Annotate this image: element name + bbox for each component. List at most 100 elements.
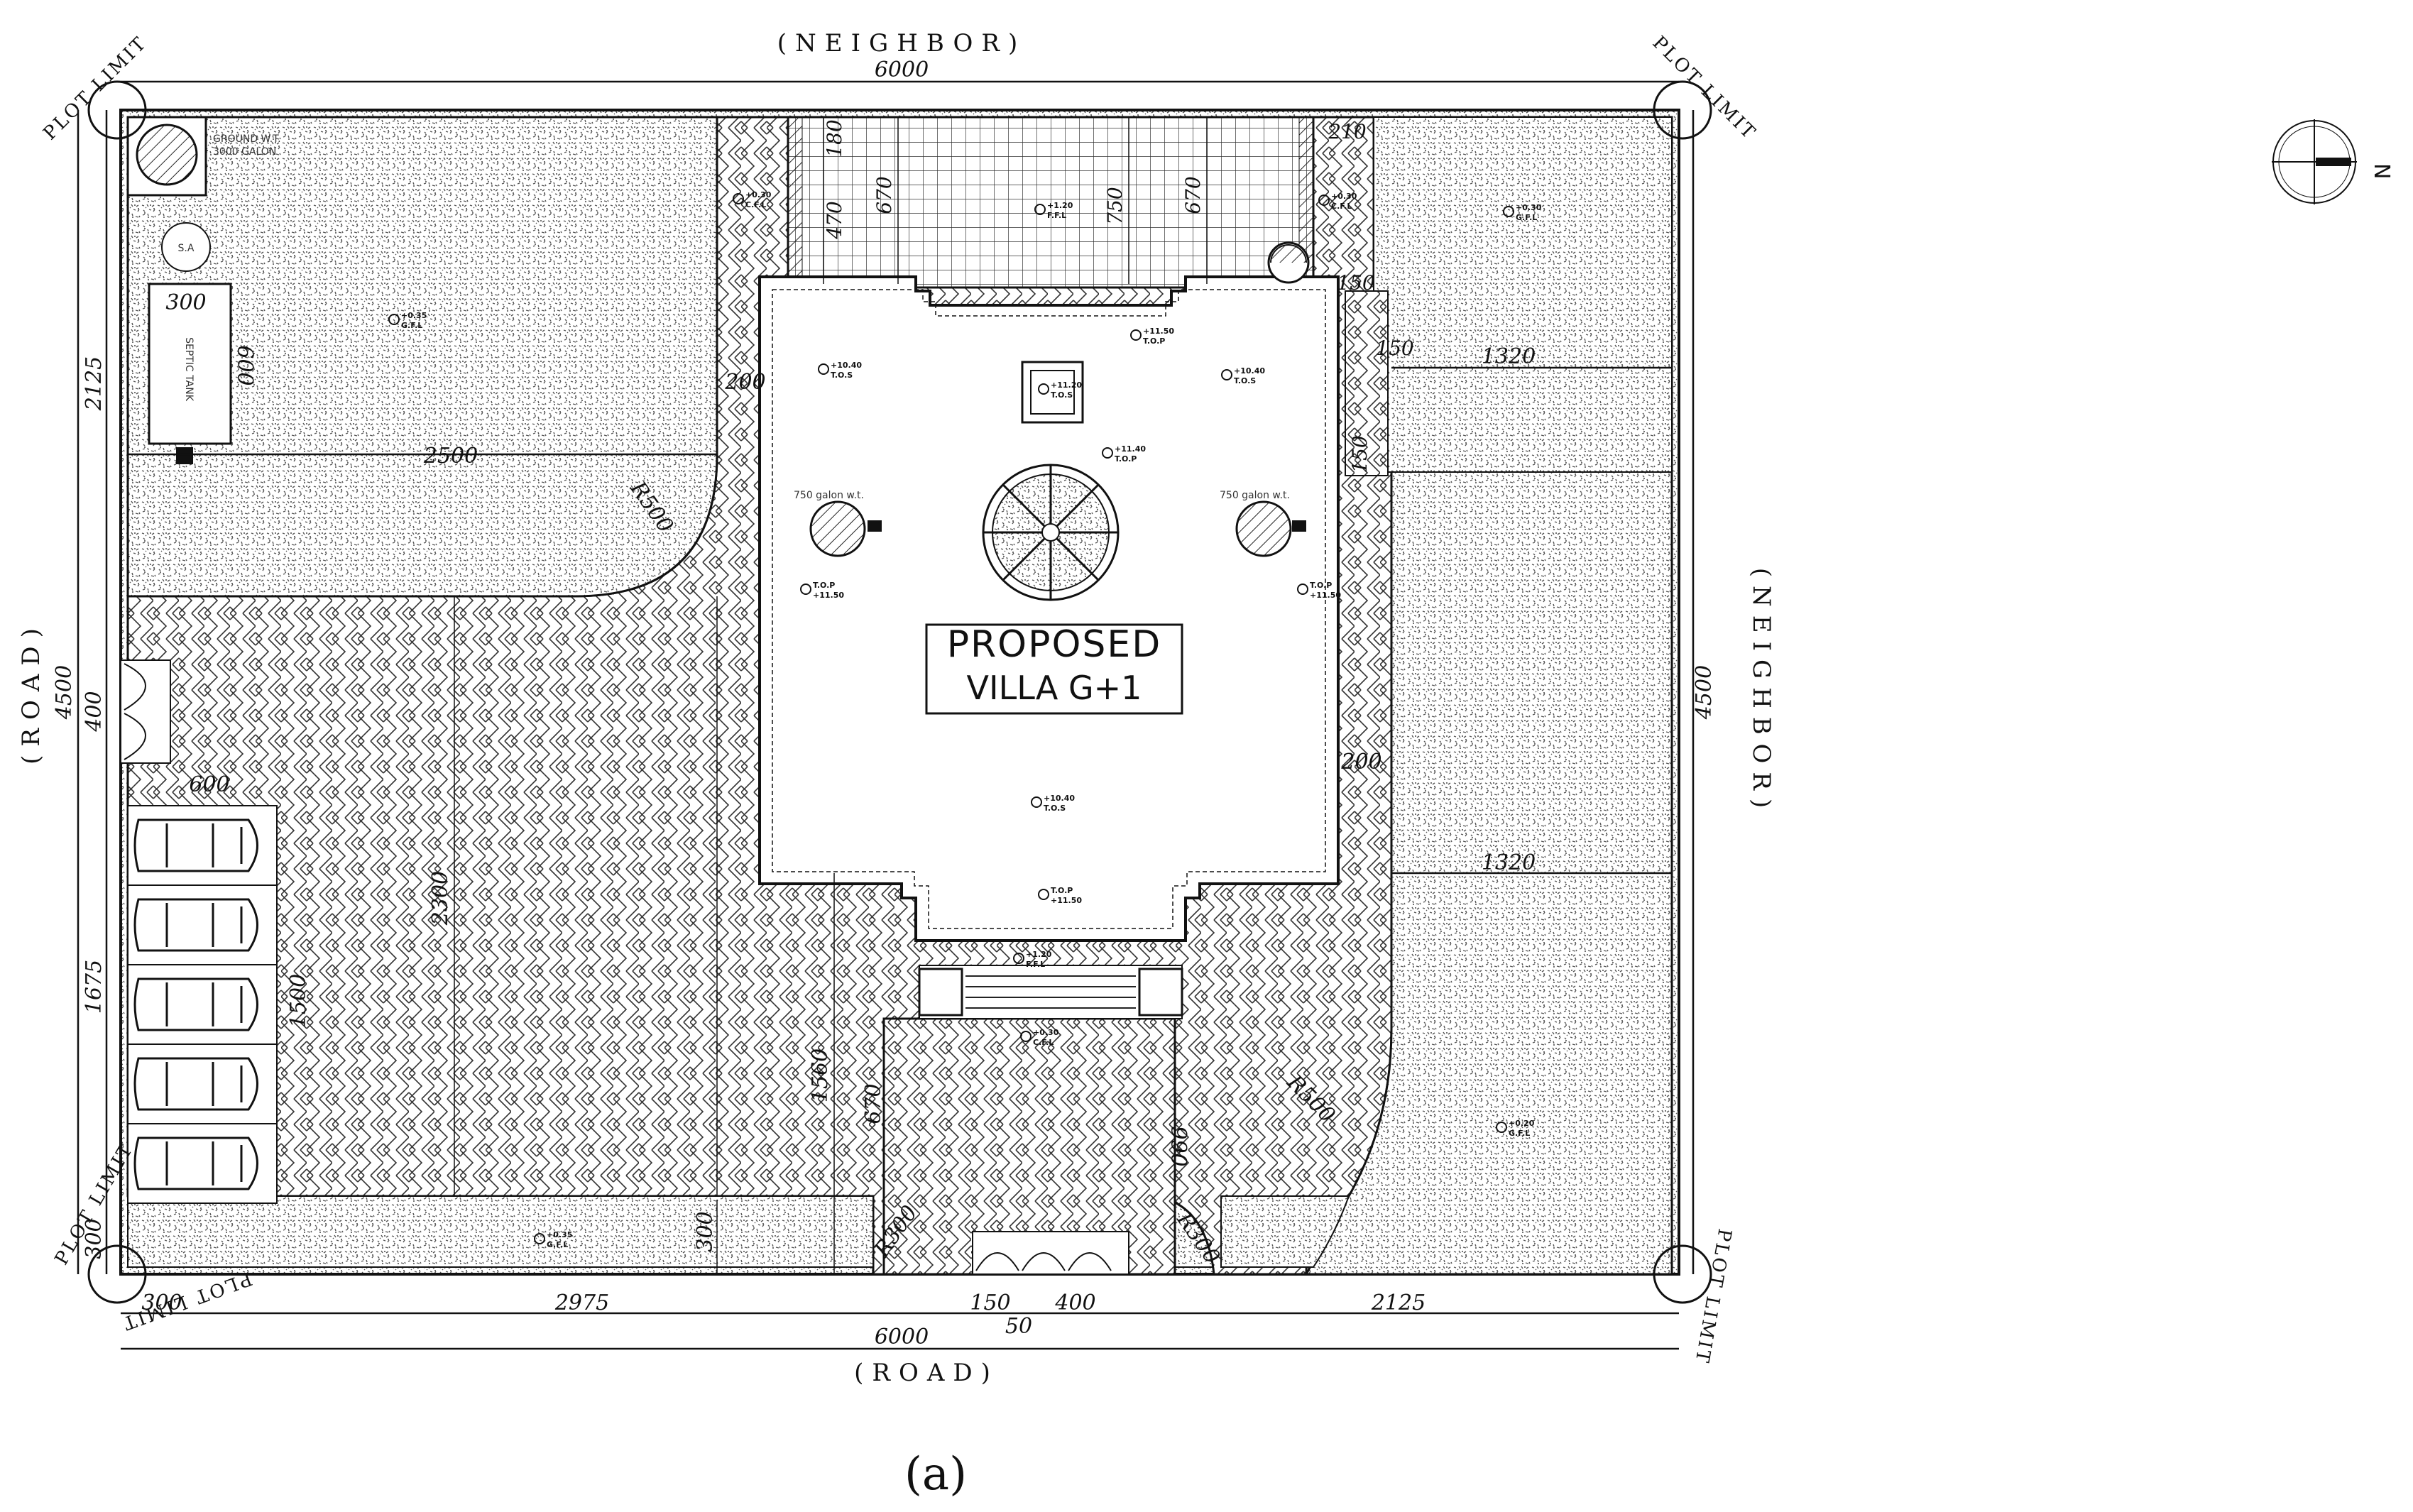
dim-470: 470 bbox=[823, 201, 846, 239]
level-value: +11.40 bbox=[1115, 444, 1146, 454]
level-marker-icon bbox=[1038, 889, 1049, 900]
level-marker-icon bbox=[800, 584, 811, 595]
level-label: T.O.S bbox=[1051, 390, 1073, 400]
level-value: +10.40 bbox=[1234, 366, 1265, 376]
entrance-steps bbox=[918, 965, 1183, 1019]
dim-left-upper: 2125 bbox=[82, 356, 106, 411]
level-marker-icon bbox=[1038, 383, 1049, 395]
dim-200-left: 200 bbox=[724, 370, 765, 395]
level-value: +11.50 bbox=[1143, 327, 1174, 336]
north-label: N bbox=[2369, 163, 2394, 179]
figure-caption: (a) bbox=[904, 1448, 967, 1501]
level-marker-icon bbox=[733, 193, 744, 204]
soak-away-label: S.A bbox=[178, 243, 195, 254]
level-label: T.O.P bbox=[1143, 336, 1165, 346]
car-icon bbox=[133, 1057, 258, 1111]
level-label: +11.50 bbox=[813, 591, 844, 600]
ground-wt-label-1: GROUND W.T. bbox=[213, 133, 281, 145]
level-label: +11.50 bbox=[1310, 591, 1341, 600]
bottom-garden-right bbox=[1220, 1195, 1350, 1268]
dim-150-c: 150 bbox=[1348, 435, 1372, 473]
terrace-left-wall bbox=[787, 116, 803, 288]
dim-bottom-400: 400 bbox=[1054, 1291, 1095, 1315]
level-label: T.O.S bbox=[1044, 804, 1066, 813]
villa-inner-line bbox=[772, 289, 1326, 929]
dim-150-a: 150 bbox=[1337, 271, 1374, 295]
label-road-left: (ROAD) bbox=[17, 620, 45, 765]
villa-footprint bbox=[758, 275, 1340, 942]
level-value: T.O.P bbox=[1310, 581, 1332, 590]
dim-750: 750 bbox=[1103, 187, 1127, 224]
dim-top-width: 6000 bbox=[875, 57, 929, 82]
dim-bottom-300: 300 bbox=[141, 1291, 182, 1315]
level-label: G.F.L bbox=[1516, 213, 1537, 222]
level-value: +11.20 bbox=[1051, 380, 1082, 390]
dim-left-300: 300 bbox=[82, 1218, 106, 1259]
label-neighbor-right: (NEIGHBOR) bbox=[1747, 568, 1775, 816]
dim-left-mid: 4500 bbox=[52, 665, 77, 720]
level-marker-icon bbox=[534, 1233, 545, 1244]
car-icon bbox=[133, 818, 258, 872]
water-tank-left bbox=[809, 500, 882, 557]
level-marker-icon bbox=[818, 363, 829, 375]
level-label: T.O.P bbox=[1115, 454, 1137, 464]
soak-away bbox=[161, 222, 211, 272]
ground-wt-label-2: 3000 GALON bbox=[213, 146, 276, 158]
skylight-inner bbox=[1030, 370, 1075, 415]
dim-150-b: 150 bbox=[1376, 336, 1413, 360]
car-icon bbox=[133, 977, 258, 1031]
level-value: +10.40 bbox=[831, 361, 862, 370]
level-marker-icon bbox=[1297, 584, 1308, 595]
dim-1560: 1560 bbox=[808, 1048, 833, 1102]
level-label: T.O.S bbox=[831, 371, 853, 380]
ground-water-tank bbox=[126, 116, 207, 197]
top-right-garden bbox=[1373, 116, 1673, 473]
dim-septic-300: 300 bbox=[165, 290, 206, 315]
villa-title-line1: PROPOSED bbox=[947, 623, 1162, 666]
plot-limit-br: PLOT LIMIT bbox=[1690, 1227, 1735, 1366]
car-icon bbox=[133, 1136, 258, 1190]
septic-tank-label: SEPTIC TANK bbox=[183, 337, 195, 402]
level-label: G.F.L bbox=[547, 1240, 568, 1249]
dim-1320-bottom: 1320 bbox=[1482, 850, 1536, 875]
dim-670-b: 670 bbox=[1181, 176, 1205, 214]
dim-600: 600 bbox=[189, 772, 229, 797]
level-value: +0.30 bbox=[745, 190, 772, 199]
water-tank-right-label: 750 galon w.t. bbox=[1220, 490, 1290, 501]
level-marker-icon bbox=[388, 314, 400, 325]
villa-title-line2: VILLA G+1 bbox=[967, 669, 1142, 707]
plot-limit-bl2: PLOT LIMIT bbox=[119, 1267, 255, 1334]
level-value: +10.40 bbox=[1044, 794, 1075, 803]
level-label: F.F.L bbox=[1047, 211, 1066, 220]
level-marker-icon bbox=[1130, 329, 1142, 341]
dim-septic-600: 600 bbox=[232, 345, 257, 385]
dim-bottom-50: 50 bbox=[1005, 1314, 1032, 1339]
level-label: C.F.L bbox=[745, 200, 766, 209]
dim-bottom-2125: 2125 bbox=[1371, 1291, 1426, 1315]
septic-cover bbox=[176, 447, 193, 464]
dim-210: 210 bbox=[1328, 120, 1366, 143]
dim-180: 180 bbox=[823, 119, 846, 157]
level-label: C.F.L bbox=[1331, 202, 1352, 211]
level-marker-icon bbox=[1034, 204, 1046, 215]
dim-left-lower: 1675 bbox=[82, 960, 106, 1014]
water-tank-right bbox=[1235, 500, 1306, 557]
car-icon bbox=[133, 898, 258, 952]
central-dome bbox=[982, 464, 1120, 601]
level-label: G.F.L bbox=[1509, 1129, 1530, 1138]
level-label: +11.50 bbox=[1051, 896, 1082, 905]
label-neighbor-top: (NEIGHBOR) bbox=[777, 29, 1026, 57]
dim-670-c: 670 bbox=[861, 1083, 886, 1124]
dim-right-mid: 4500 bbox=[1692, 665, 1717, 720]
level-value: +0.35 bbox=[547, 1230, 572, 1239]
dim-670-a: 670 bbox=[872, 176, 896, 214]
level-value: +0.30 bbox=[1033, 1028, 1059, 1037]
level-value: +0.30 bbox=[1331, 192, 1357, 201]
dim-left-400: 400 bbox=[82, 691, 106, 732]
dim-200-right: 200 bbox=[1340, 750, 1381, 774]
level-marker-icon bbox=[1318, 195, 1330, 206]
spiral-stair bbox=[1267, 241, 1310, 284]
dim-bottom-2975: 2975 bbox=[554, 1291, 609, 1315]
dim-bottom-150: 150 bbox=[970, 1291, 1010, 1315]
